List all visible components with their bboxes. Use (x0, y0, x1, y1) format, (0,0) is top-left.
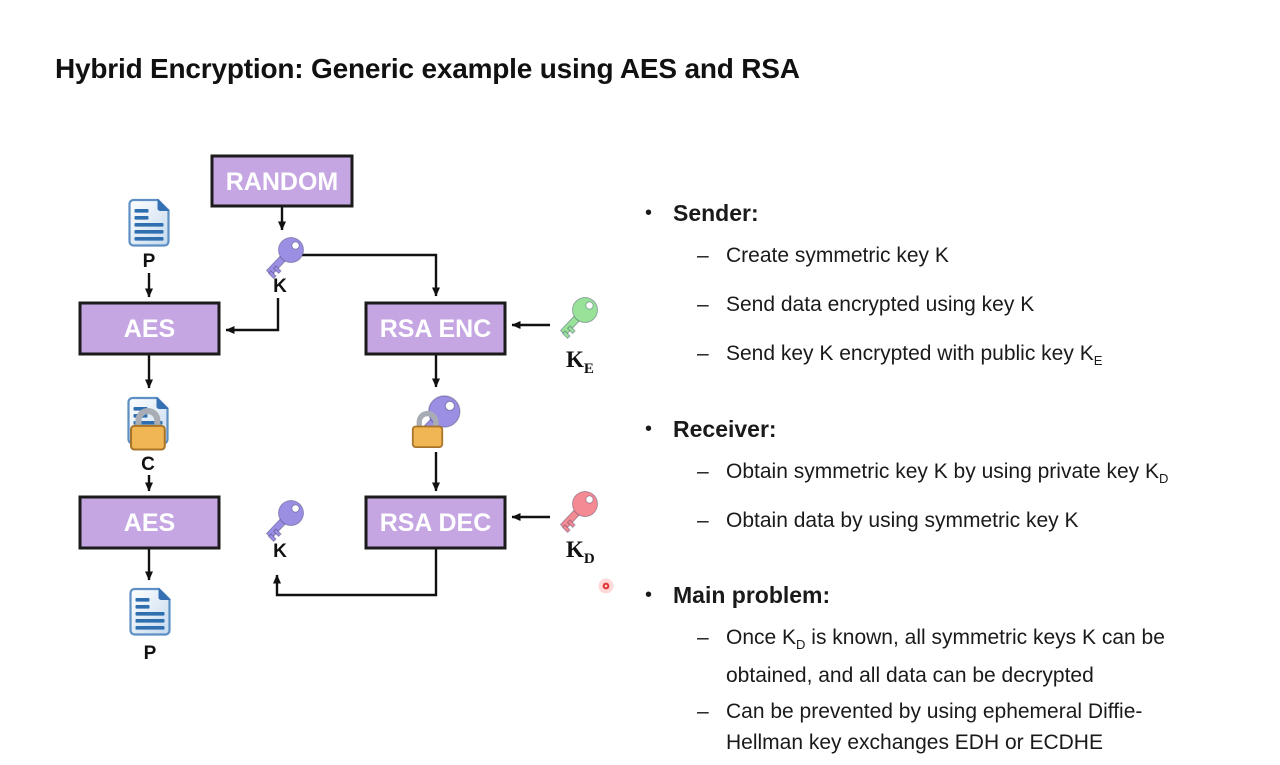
public-key-icon (560, 297, 598, 339)
aes-encrypt-box (78, 301, 221, 356)
plaintext-bottom-label: P (144, 643, 157, 664)
dash-marker: – (697, 293, 709, 317)
main-problem-heading: Main problem: (673, 581, 831, 608)
dash-marker: – (697, 244, 709, 267)
slide: { "title": "Hybrid Encryption: Generic e… (55, 53, 1169, 755)
encryption-flow-diagram: RANDOM AES RSA ENC AES RSA DEC P K C K P… (78, 154, 614, 664)
key-lock-icon (413, 414, 443, 448)
sender-heading: Sender: (673, 200, 759, 226)
aes-decrypt-box-label: AES (124, 509, 175, 537)
dash-marker: – (697, 459, 709, 483)
receiver-item-2: Obtain data by using symmetric key K (726, 508, 1079, 532)
receiver-heading: Receiver: (673, 415, 777, 442)
arrow-key-to-aes-top (225, 298, 280, 334)
rsa-enc-box (364, 301, 507, 356)
bullet-marker: • (645, 417, 653, 440)
bullet-marker: • (645, 202, 653, 224)
aes-decrypt-box (78, 495, 221, 550)
page-title: Hybrid Encryption: Generic example using… (55, 53, 800, 84)
private-key-label: KD (566, 537, 595, 567)
list-item: – Create symmetric key K (697, 240, 1257, 278)
list-item: – Obtain symmetric key K by using privat… (697, 456, 1257, 494)
key-bottom-label: K (273, 541, 287, 562)
sender-item-3: Send key K encrypted with public key KE (726, 342, 1103, 369)
main-problem-item-1: Once KD is known, all symmetric keys K c… (726, 625, 1165, 688)
process-boxes (78, 154, 507, 550)
plaintext-output-document-icon (129, 587, 171, 636)
laser-pointer-dot (598, 578, 614, 594)
section-receiver: • Receiver: – Obtain symmetric key K by … (645, 413, 1257, 543)
notes-panel: • Sender: – Create symmetric key K – Sen… (645, 197, 1257, 765)
flow-arrows (145, 207, 550, 597)
arrow-key-to-rsaenc (302, 253, 440, 297)
list-item: – Send key K encrypted with public key K… (697, 338, 1257, 376)
main-problem-item-2: Can be prevented by using ephemeral Diff… (726, 700, 1143, 755)
rsa-enc-box-label: RSA ENC (380, 315, 492, 343)
random-box-label: RANDOM (226, 168, 339, 196)
ciphertext-label: C (141, 454, 155, 475)
plaintext-document-icon (128, 198, 170, 247)
dash-marker: – (697, 700, 709, 724)
aes-encrypt-box-label: AES (124, 315, 175, 343)
random-box (210, 154, 354, 208)
list-item: – Send data encrypted using key K (697, 289, 1257, 327)
public-key-label: KE (566, 347, 594, 377)
rsa-dec-box-label: RSA DEC (380, 509, 492, 537)
plaintext-top-label: P (143, 251, 156, 272)
symmetric-key-bottom-icon (266, 500, 304, 542)
dash-marker: – (697, 508, 709, 532)
private-key-icon (560, 491, 598, 533)
list-item: – Obtain data by using symmetric key K (697, 505, 1257, 543)
rsa-dec-box (364, 495, 507, 550)
sender-item-2: Send data encrypted using key K (726, 293, 1035, 317)
receiver-item-1: Obtain symmetric key K by using private … (726, 459, 1169, 486)
symmetric-key-icon (266, 237, 304, 279)
sender-item-1: Create symmetric key K (726, 244, 949, 267)
arrow-rsadec-to-key2 (273, 549, 438, 597)
section-sender: • Sender: – Create symmetric key K – Sen… (645, 197, 1257, 377)
key-top-label: K (273, 276, 287, 297)
dash-marker: – (697, 625, 709, 649)
list-item: – Once KD is known, all symmetric keys K… (697, 622, 1257, 691)
section-main-problem: • Main problem: – Once KD is known, all … (645, 579, 1257, 765)
list-item: – Can be prevented by using ephemeral Di… (697, 696, 1257, 765)
bullet-marker: • (645, 583, 653, 606)
dash-marker: – (697, 342, 709, 366)
